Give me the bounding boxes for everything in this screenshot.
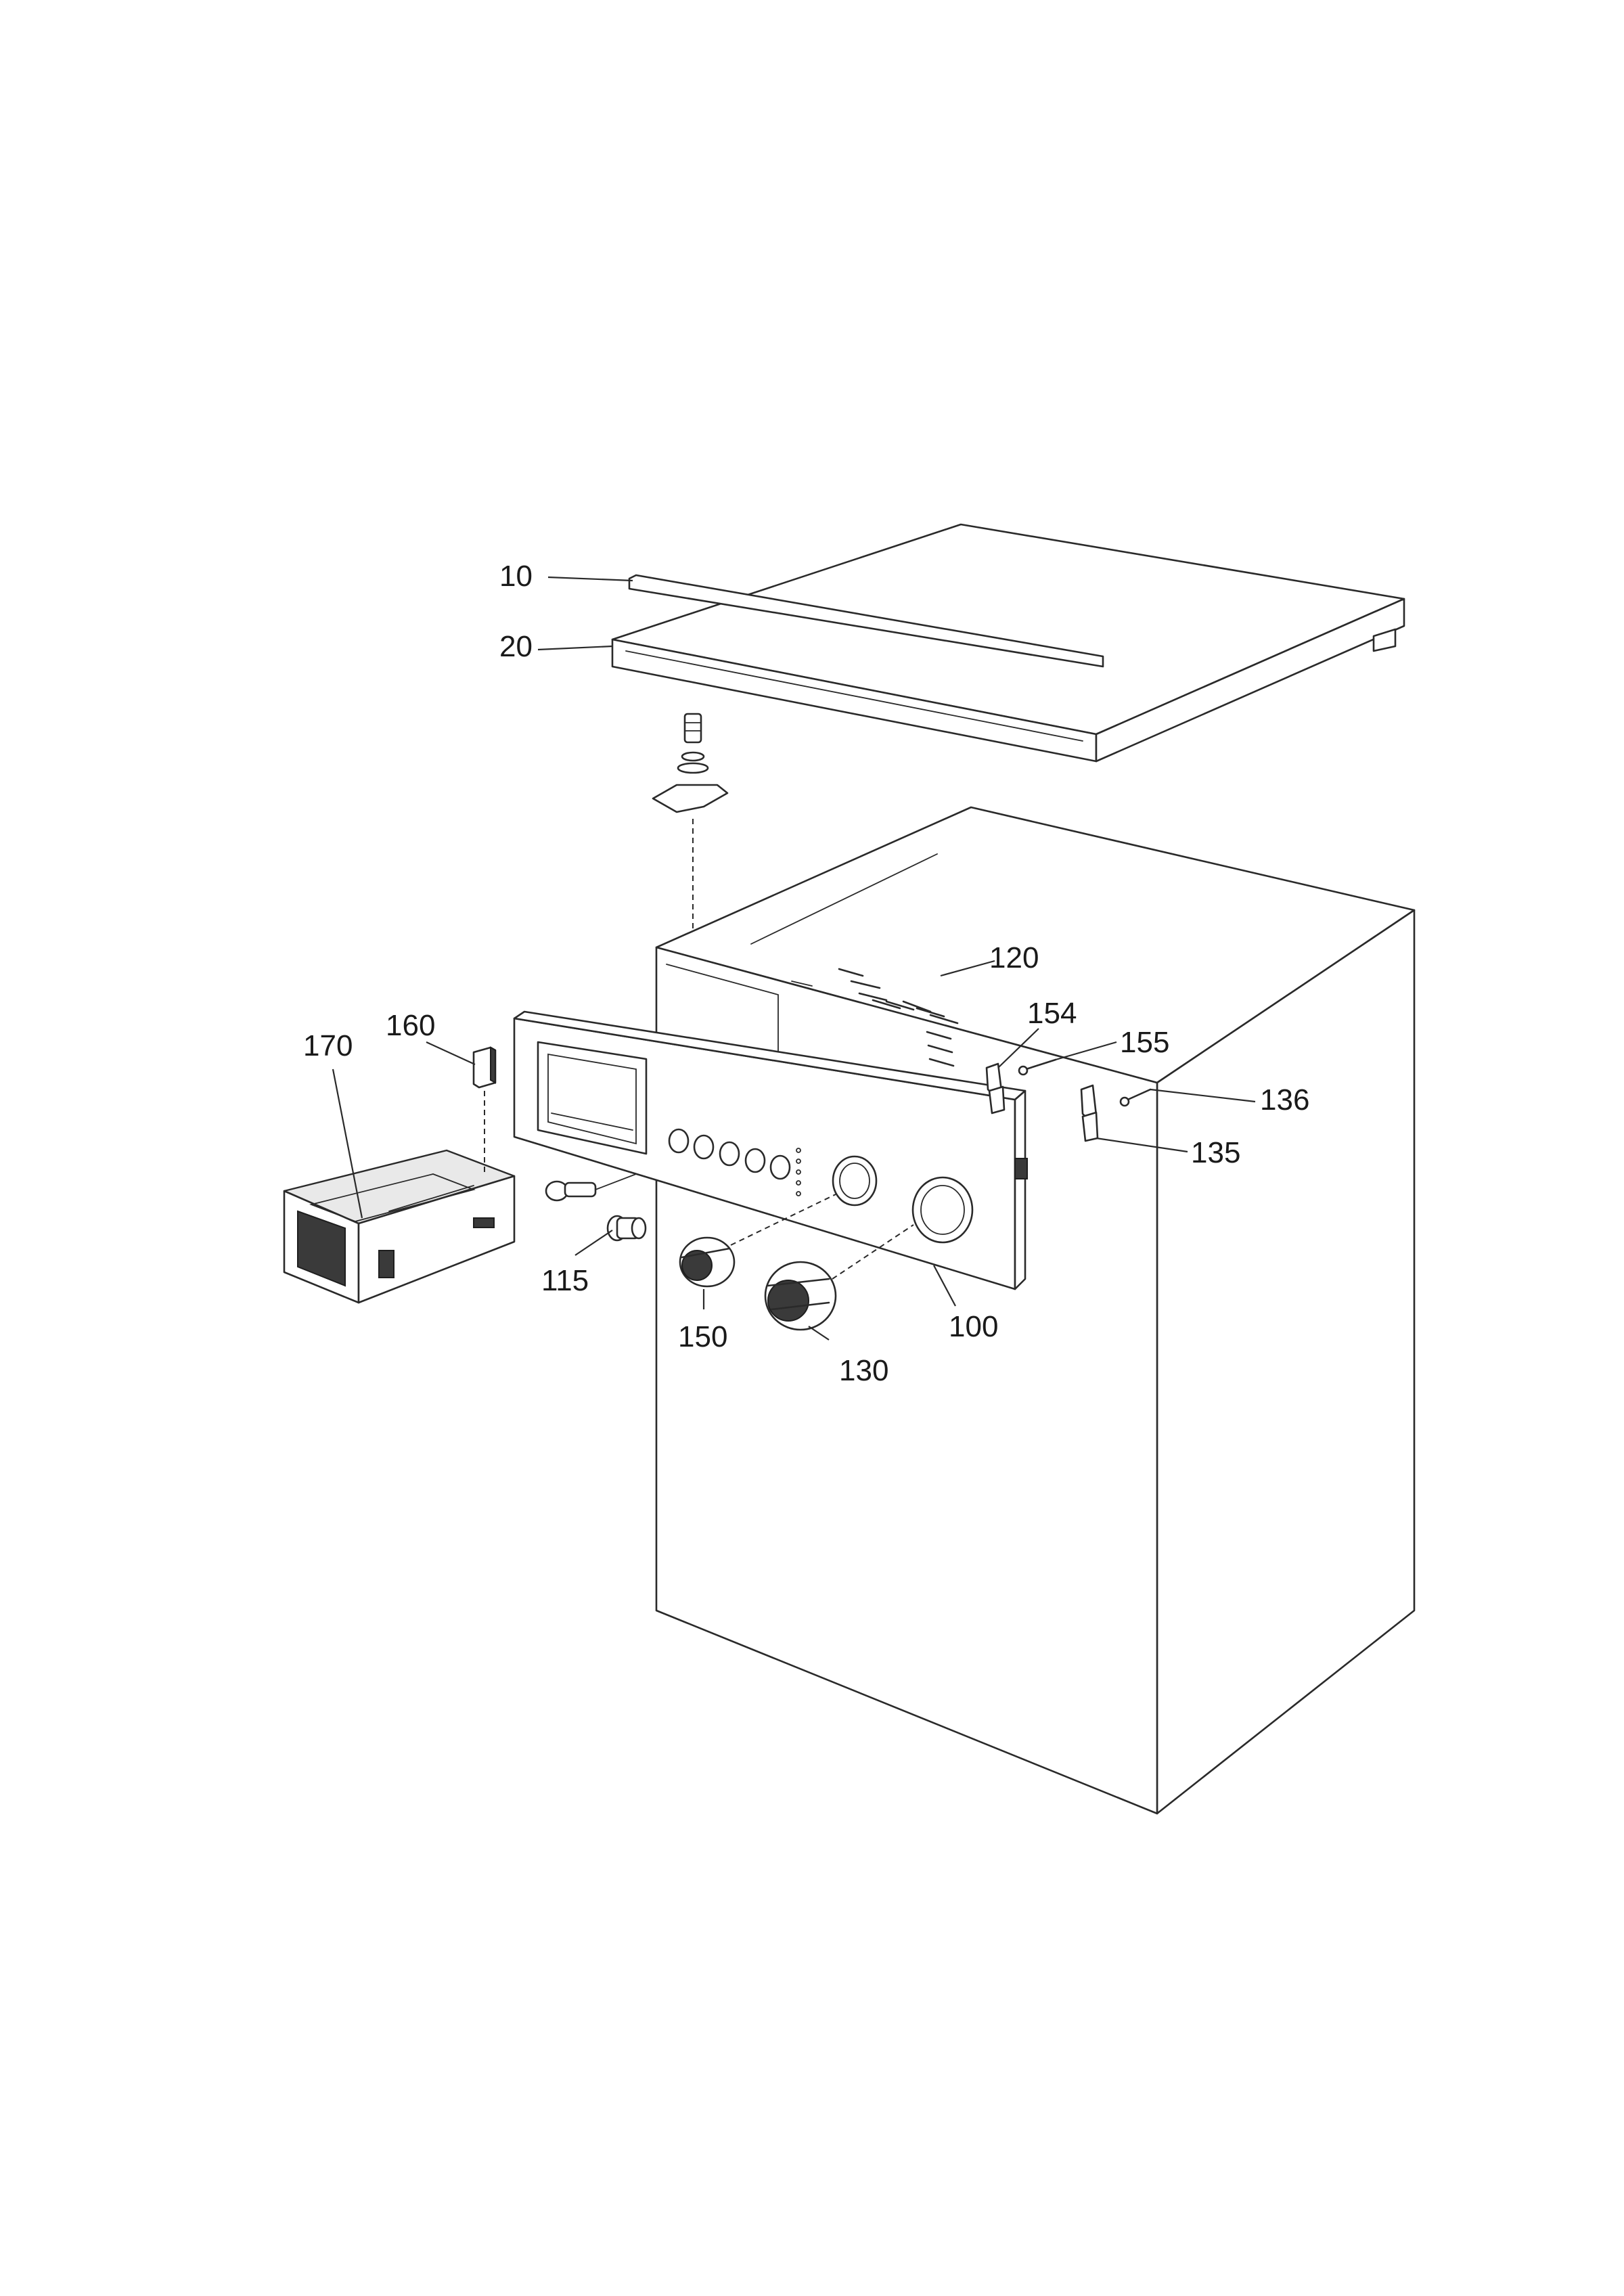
switch-clip-135 [1080,1084,1099,1142]
push-button-115 [606,1215,647,1242]
callout-150: 150 [678,1320,727,1353]
knob-130 [764,1224,914,1331]
hinge-bracket-assembly [652,713,729,946]
top-trim-strip [628,574,1104,668]
detergent-drawer [283,1149,516,1304]
callout-130: 130 [839,1354,888,1387]
drawer-insert-160 [472,1046,497,1174]
callout-135: 135 [1191,1136,1240,1169]
callout-labels: 10 20 120 154 155 136 135 170 160 115 15… [303,560,1309,1387]
callout-154: 154 [1027,997,1077,1030]
callout-10: 10 [499,560,533,593]
top-cover [611,523,1405,763]
panel-screw [545,1173,637,1202]
switch-clip-154 [985,1062,1006,1115]
callout-120: 120 [989,941,1039,974]
callout-160: 160 [386,1009,435,1042]
pin-155 [1018,1058,1057,1076]
callout-170: 170 [303,1029,353,1062]
control-panel [513,1010,1028,1290]
leader-lines [332,576,1256,1341]
callout-155: 155 [1120,1026,1169,1059]
vent-slots [838,968,959,1067]
pin-136 [1119,1088,1152,1107]
callout-115: 115 [541,1264,589,1297]
callout-20: 20 [499,630,533,663]
callout-136: 136 [1260,1083,1309,1117]
callout-100: 100 [949,1310,998,1343]
knob-150 [679,1194,836,1288]
